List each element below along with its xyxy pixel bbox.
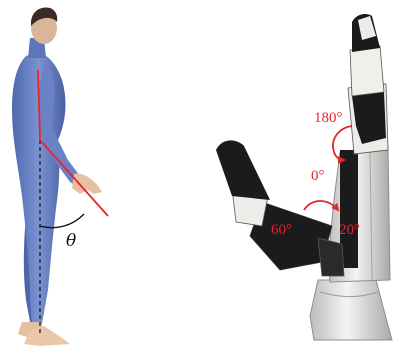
robot-thumb-joint [318, 238, 344, 276]
angle-label-180: 180° [314, 110, 343, 126]
robot-base [310, 280, 392, 340]
angle-label-60: 60° [271, 222, 292, 238]
human-hand [72, 174, 102, 195]
theta-label: θ [66, 231, 76, 251]
angle-label-20: 20° [339, 222, 360, 238]
human-figure: θ [12, 8, 108, 346]
angle-label-0: 0° [311, 168, 325, 184]
robot-thumb-tip [216, 140, 270, 200]
robot-hand [216, 14, 392, 340]
robot-index-finger-middle [350, 46, 384, 96]
